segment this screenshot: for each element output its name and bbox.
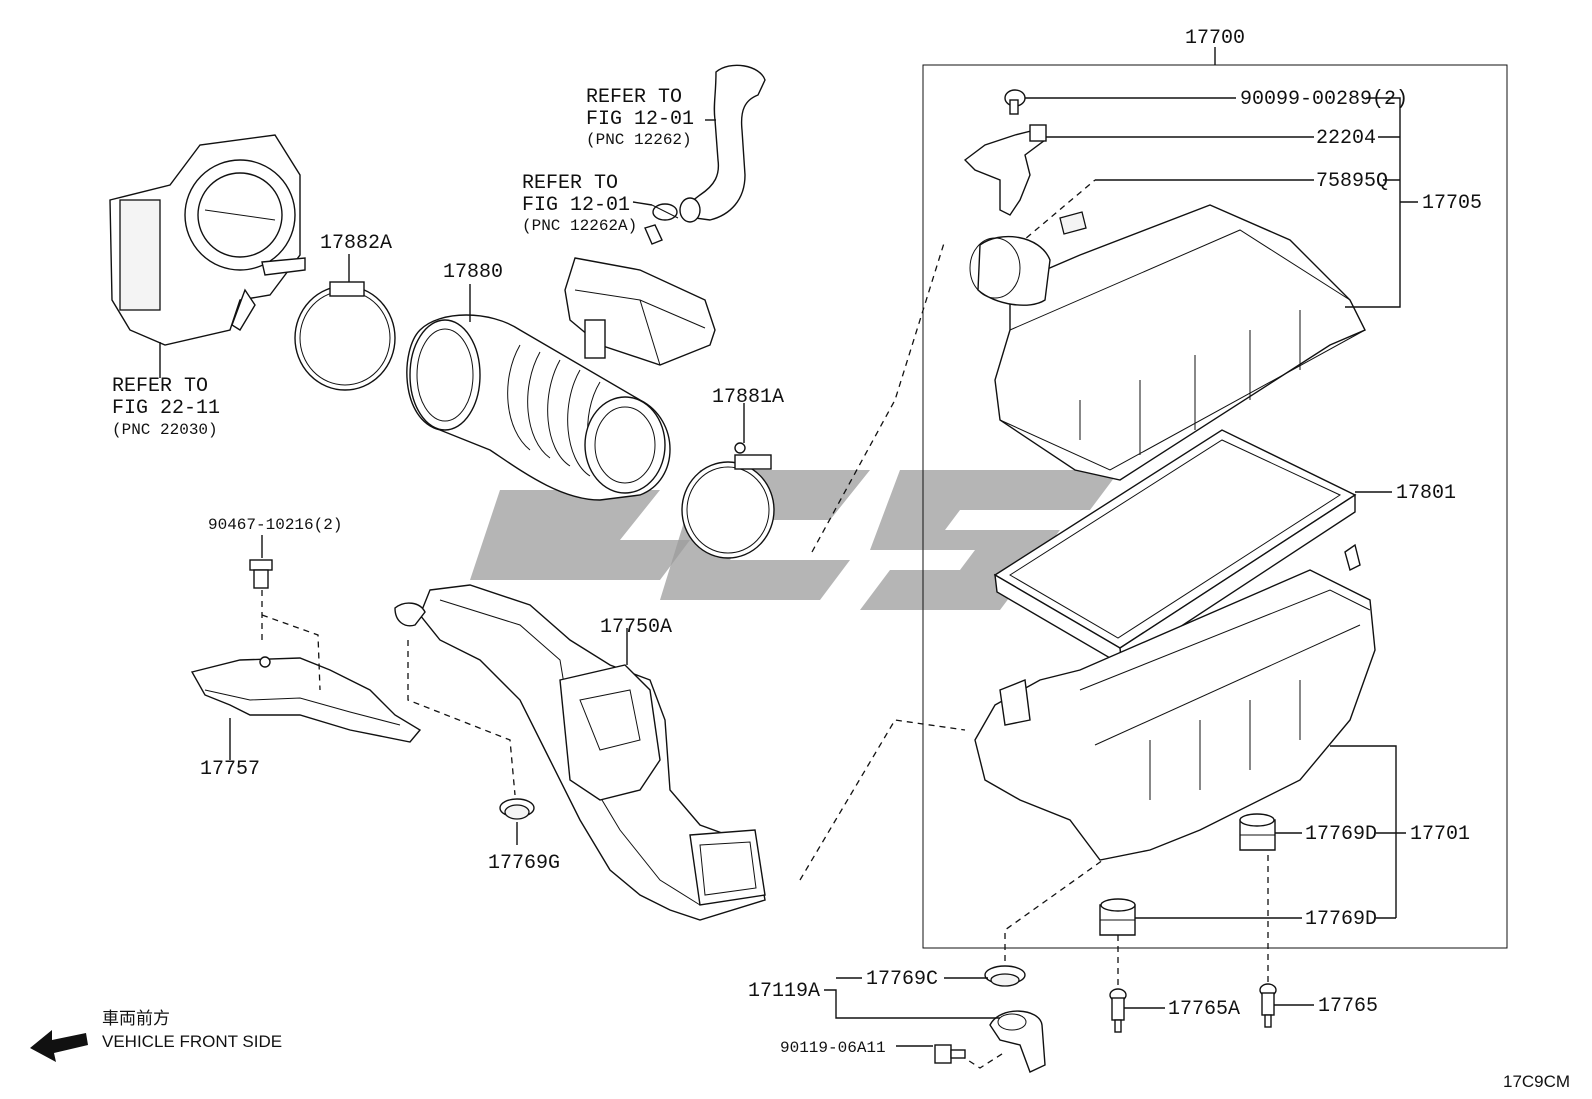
resonator-box	[564, 224, 716, 366]
pin-17765	[1259, 983, 1277, 1028]
grommet-17769g	[499, 798, 535, 845]
grommet-17769d-upper	[1239, 813, 1276, 851]
label-17700: 17700	[1185, 27, 1245, 50]
label-17769c: 17769C	[866, 968, 938, 991]
throttle-body	[109, 134, 306, 378]
screw-90099	[1004, 89, 1026, 115]
clip-90467	[249, 535, 273, 589]
upper-case-17705	[969, 204, 1366, 481]
clamp-17882a	[294, 254, 396, 391]
label-22204: 22204	[1316, 127, 1376, 150]
arrow-left-icon	[30, 1030, 88, 1062]
throttle-ref-line3: (PNC 22030)	[112, 421, 218, 439]
grommet-17769d-lower	[1099, 898, 1136, 936]
label-90099: 90099-00289(2)	[1240, 88, 1408, 111]
label-90467: 90467-10216(2)	[208, 516, 342, 534]
label-90119: 90119-06A11	[780, 1039, 886, 1057]
throttle-ref-line2: FIG 22-11	[112, 397, 220, 420]
label-17705: 17705	[1422, 192, 1482, 215]
bolt-90119	[934, 1044, 966, 1064]
breather-hose	[679, 64, 766, 223]
filter-element-17801	[993, 429, 1357, 667]
lower-case-17701	[974, 543, 1376, 861]
orientation-english: VEHICLE FRONT SIDE	[102, 1032, 282, 1051]
label-17882a: 17882A	[320, 232, 392, 255]
hose-ref-line3: (PNC 12262)	[586, 131, 692, 149]
label-17881a: 17881A	[712, 386, 784, 409]
label-17765: 17765	[1318, 995, 1378, 1018]
diagram-code: 17C9CM	[1503, 1072, 1570, 1091]
label-17880: 17880	[443, 261, 503, 284]
label-17765a: 17765A	[1168, 998, 1240, 1021]
bracket-17757	[190, 656, 422, 760]
pin-17765a	[1109, 988, 1127, 1033]
air-hose-17880	[406, 284, 671, 501]
label-17757: 17757	[200, 758, 260, 781]
bracket-17119a	[989, 1010, 1046, 1073]
label-17701: 17701	[1410, 823, 1470, 846]
orientation-japanese: 車両前方	[102, 1009, 170, 1029]
sensor-22204	[963, 124, 1047, 216]
air-duct-17750a	[394, 584, 766, 921]
label-17750a: 17750A	[600, 616, 672, 639]
grommet-17769c	[984, 965, 1026, 987]
label-17801: 17801	[1396, 482, 1456, 505]
hose-ref-line2: FIG 12-01	[586, 108, 694, 131]
hose-clip	[632, 201, 679, 221]
clip-ref-line1: REFER TO	[522, 172, 618, 195]
label-17769d-lower: 17769D	[1305, 908, 1377, 931]
hose-ref-line1: REFER TO	[586, 86, 682, 109]
clip-ref-line2: FIG 12-01	[522, 194, 630, 217]
label-17769g: 17769G	[488, 852, 560, 875]
clamp-17881a	[681, 403, 775, 559]
label-17119a: 17119A	[748, 980, 820, 1003]
label-17769d-upper: 17769D	[1305, 823, 1377, 846]
clip-ref-line3: (PNC 12262A)	[522, 217, 637, 235]
throttle-ref-line1: REFER TO	[112, 375, 208, 398]
label-75895q: 75895Q	[1316, 170, 1388, 193]
